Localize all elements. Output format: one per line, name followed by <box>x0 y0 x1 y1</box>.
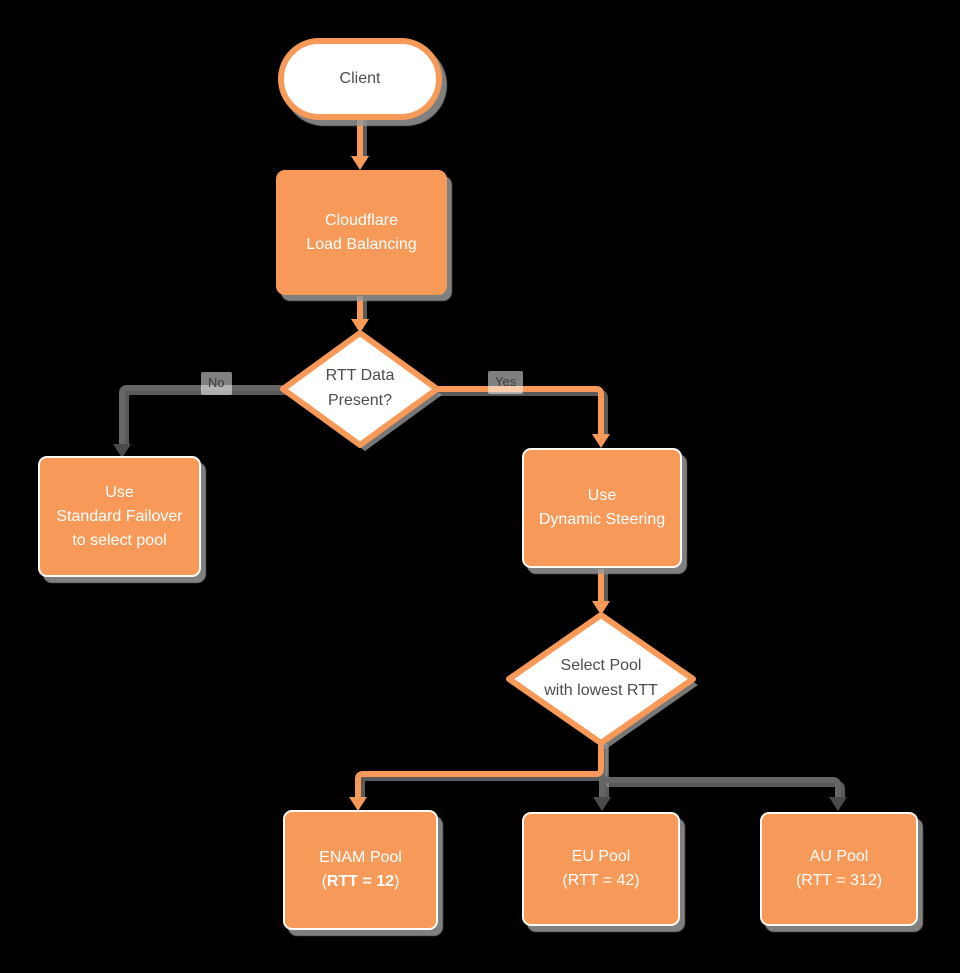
standard-failover-line1: Use <box>105 483 134 501</box>
node-load-balancer: Cloudflare Load Balancing <box>276 170 447 295</box>
edge-selectpool-to-enam <box>355 740 604 797</box>
standard-failover-line2: Standard Failover <box>56 507 183 525</box>
au-pool-line1: AU Pool <box>809 848 869 865</box>
node-enam-pool: ENAM Pool (RTT = 12) <box>283 810 438 930</box>
node-client-label: Client <box>339 70 381 87</box>
dynamic-steering-line1: Use <box>587 487 617 504</box>
edge-shadows <box>123 120 845 801</box>
node-eu-pool: EU Pool (RTT = 42) <box>522 812 680 926</box>
node-load-balancer-line2: Load Balancing <box>306 235 417 253</box>
arrowhead-selectpool-diamond <box>592 601 610 615</box>
eu-pool-line1: EU Pool <box>571 848 631 865</box>
enam-pool-line1: ENAM Pool <box>319 849 402 866</box>
standard-failover-line3: to select pool <box>72 531 167 549</box>
arrowhead-failover <box>113 444 131 458</box>
edge-label-no: No <box>201 372 232 395</box>
enam-pool-line2: (RTT = 12) <box>322 870 400 894</box>
au-pool-line2: (RTT = 312) <box>795 872 883 889</box>
arrowhead-rtt-diamond <box>351 319 369 333</box>
node-au-pool: AU Pool (RTT = 312) <box>760 812 918 926</box>
enam-paren-open: ( <box>321 873 327 890</box>
eu-pool-line2: (RTT = 42) <box>562 872 640 889</box>
enam-paren-close: ) <box>394 873 400 890</box>
arrowhead-eu <box>593 797 611 811</box>
select-pool-diamond <box>506 612 696 746</box>
arrowhead-enam <box>349 797 367 811</box>
enam-rtt-value: RTT = 12 <box>326 873 395 890</box>
rtt-decision-diamond <box>280 330 440 448</box>
node-load-balancer-line1: Cloudflare <box>325 211 398 229</box>
arrowhead-lb <box>351 156 369 170</box>
node-dynamic-steering: Use Dynamic Steering <box>522 448 682 568</box>
node-standard-failover: Use Standard Failover to select pool <box>38 456 201 577</box>
edge-rtt-to-failover <box>119 385 286 444</box>
edge-label-yes: Yes <box>488 371 524 394</box>
edge-selectpool-to-au <box>602 777 841 797</box>
edge-rtt-to-steering <box>434 386 604 434</box>
arrowhead-au <box>829 797 847 811</box>
dynamic-steering-line2: Dynamic Steering <box>538 511 666 528</box>
arrowhead-steering <box>592 434 610 448</box>
node-client: Client <box>278 38 442 120</box>
